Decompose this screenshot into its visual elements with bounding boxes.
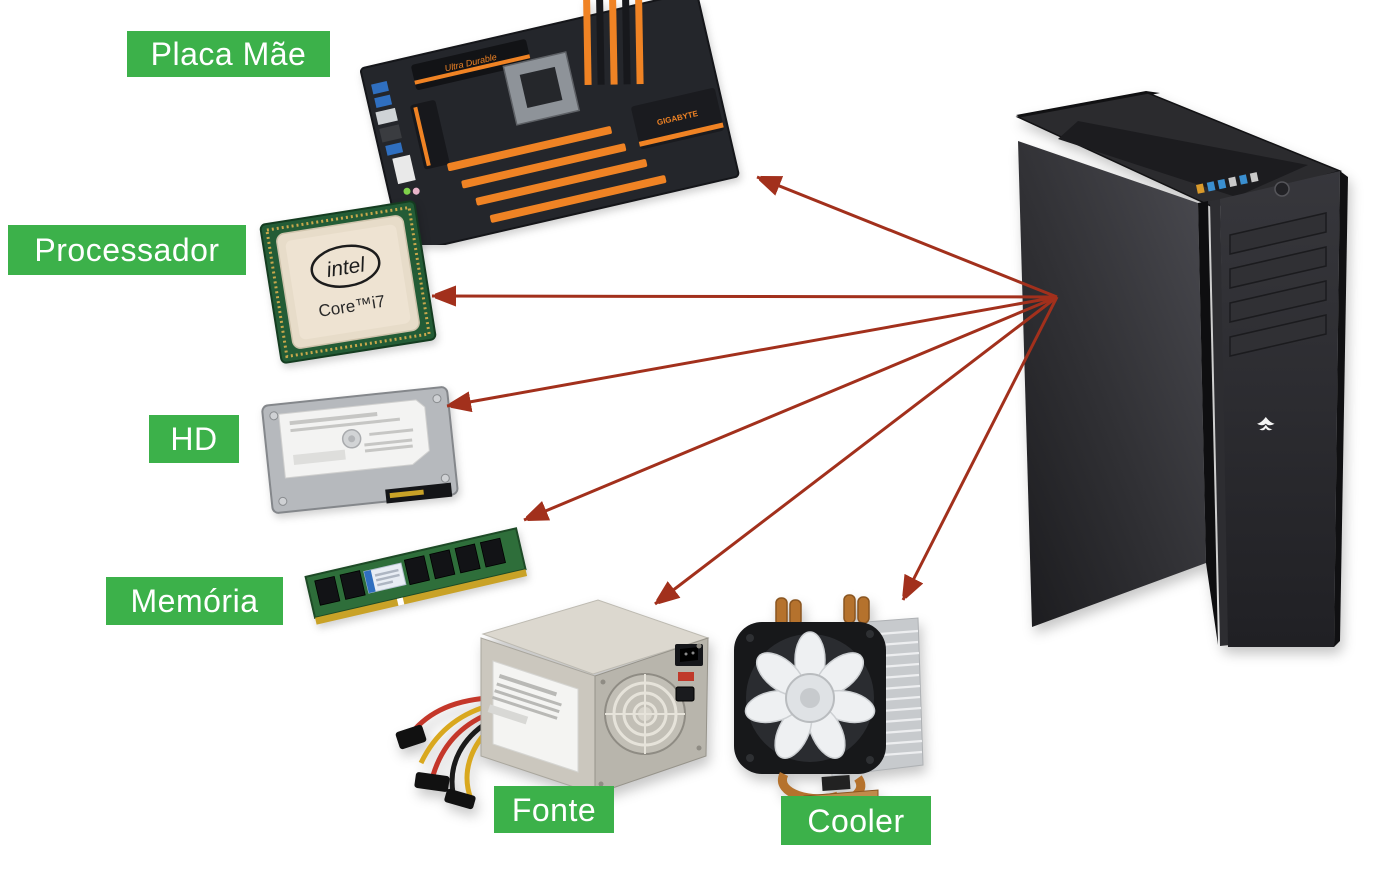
cooler-image — [734, 594, 924, 809]
psu-cable-connectors — [395, 724, 476, 810]
intel-logo-oval-icon — [310, 244, 381, 288]
arrow-to-power-supply — [655, 295, 1058, 604]
io-port-icon — [1249, 172, 1259, 183]
psu-fan-grille — [604, 673, 686, 755]
pc-case-image — [1015, 91, 1348, 647]
left-heatsink — [410, 100, 450, 170]
front-trim-light — [1210, 199, 1230, 646]
bitfenix-logo-icon — [1257, 417, 1275, 431]
cpu-gold-pads — [265, 205, 431, 359]
usb-port-icon — [1239, 174, 1248, 185]
chipset-heatsink: GIGABYTE — [631, 88, 724, 150]
ram-gold-contacts — [315, 569, 528, 625]
ram-chips — [314, 537, 506, 606]
io-port-icon — [1228, 176, 1237, 187]
front-io-ports — [1196, 172, 1259, 194]
memory-image — [304, 527, 528, 625]
power-supply-image — [395, 599, 710, 810]
io-ports-cluster — [371, 81, 420, 195]
cooler-mount-block — [821, 775, 851, 791]
ram-slots — [583, 0, 644, 86]
psu-rocker-switch — [675, 686, 695, 702]
hard-drive-image — [261, 386, 459, 514]
vrm-heatsink: Ultra Durable — [411, 39, 531, 90]
hdd-screws — [269, 394, 450, 506]
drive-bay-cover — [1229, 246, 1327, 289]
drive-bays — [1229, 212, 1327, 357]
psu-voltage-switch — [678, 672, 694, 681]
label-motherboard: Placa Mãe — [127, 31, 330, 77]
hdd-label-print — [289, 412, 414, 465]
arrow-to-processor — [431, 296, 1058, 297]
label-power-supply: Fonte — [494, 786, 614, 833]
drive-bay-cover — [1229, 280, 1327, 323]
cooler-fan — [734, 622, 886, 774]
io-port-icon — [1196, 183, 1205, 194]
psu-power-socket — [675, 644, 703, 666]
label-memory: Memória — [106, 577, 283, 625]
drive-bay-cover — [1229, 212, 1327, 255]
case-side-panel — [1018, 141, 1206, 627]
ram-label — [363, 562, 407, 594]
label-processor: Processador — [8, 225, 246, 275]
processor-image: intel Core™i7 — [259, 200, 437, 364]
pcie-slots — [447, 126, 667, 223]
usb-port-icon — [1217, 178, 1227, 190]
cooler-heatpipes-top — [775, 594, 870, 627]
cpu-socket — [502, 51, 581, 126]
psu-spec-label — [487, 660, 579, 773]
label-cooler: Cooler — [781, 796, 931, 845]
power-button — [1274, 181, 1290, 197]
front-trim-dark — [1198, 201, 1218, 645]
motherboard-image: Ultra Durable — [360, 0, 740, 245]
arrow-to-hard-drive — [446, 295, 1058, 406]
usb-port-icon — [1206, 181, 1216, 192]
psu-screws — [598, 643, 702, 787]
label-hard-drive: HD — [149, 415, 239, 463]
front-right-edge — [1334, 171, 1348, 647]
drive-bay-cover — [1229, 314, 1327, 357]
arrow-to-memory — [524, 295, 1058, 522]
